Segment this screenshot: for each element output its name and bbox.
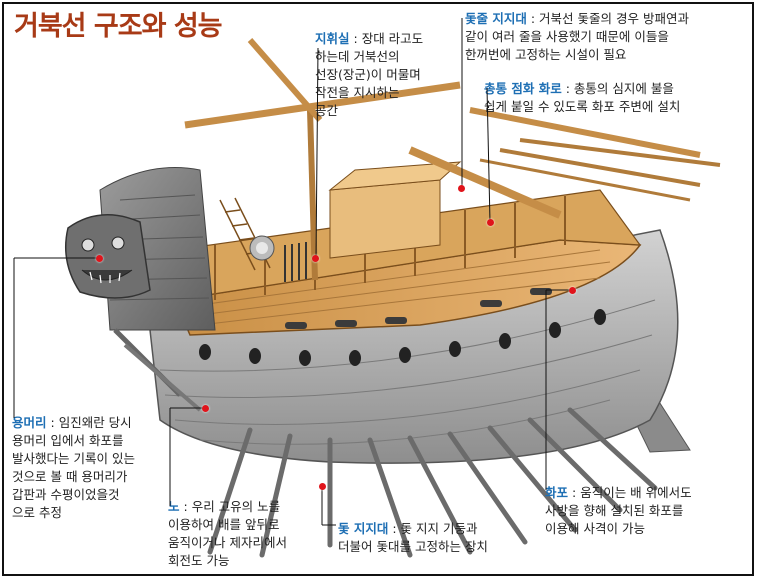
desc-line: 공간 — [315, 103, 339, 118]
annotation-ignition-stove: 총통 점화 화로 : 총통의 심지에 불을 쉽게 붙일 수 있도록 화포 주변에… — [484, 81, 681, 114]
desc-line: 더불어 돛대를 고정하는 장치 — [338, 539, 488, 554]
marker-mast-rope-holder — [458, 185, 465, 192]
desc-line: 이용하여 배를 앞뒤로 — [168, 517, 280, 532]
marker-mast-support — [319, 483, 326, 490]
weapon-rack — [284, 242, 307, 282]
marker-ignition-stove — [487, 219, 494, 226]
term-oar: 노 — [168, 499, 180, 514]
desc-line: 선장(장군)이 머물며 — [315, 67, 421, 82]
diagram-frame — [2, 2, 754, 576]
desc-line: 갑판과 수평이었을것 — [12, 487, 120, 502]
desc-line: 돛 지지 기둥과 — [400, 521, 478, 536]
desc-line: 장대 라고도 — [361, 31, 424, 46]
annotation-oar: 노 : 우리 고유의 노를 이용하여 배를 앞뒤로 움직이거나 제자리에서 회전… — [168, 499, 287, 568]
desc-line: 움직이거나 제자리에서 — [168, 535, 287, 550]
gun-ports — [199, 309, 606, 366]
desc-line: 거북선 돛줄의 경우 방패연과 — [539, 11, 689, 26]
desc-line: 이용해 사격이 가능 — [545, 521, 645, 536]
desc-line: 하는데 거북선의 — [315, 49, 400, 64]
marker-command-room — [312, 255, 319, 262]
term-ignition-stove: 총통 점화 화로 — [484, 81, 562, 96]
desc-line: 움직이는 배 위에서도 — [580, 485, 692, 500]
deck-cannons — [285, 288, 552, 329]
desc-line: 한꺼번에 고정하는 시설이 필요 — [465, 47, 627, 62]
desc-line: 작전을 지시하는 — [315, 85, 400, 100]
term-dragon-head: 용머리 — [12, 415, 47, 430]
term-cannon: 화포 — [545, 485, 569, 500]
annotation-cannon: 화포 : 움직이는 배 위에서도 사방을 향해 설치된 화포를 이용해 사격이 … — [545, 485, 692, 536]
term-command-room: 지휘실 — [315, 31, 350, 46]
marker-dragon-head — [96, 255, 103, 262]
desc-line: 으로 추정 — [12, 505, 62, 520]
annotation-command-room: 지휘실 : 장대 라고도 하는데 거북선의 선장(장군)이 머물며 작전을 지시… — [315, 31, 424, 118]
desc-line: 회전도 가능 — [168, 553, 230, 568]
term-mast-support: 돛 지지대 — [338, 521, 389, 536]
annotation-mast-support: 돛 지지대 : 돛 지지 기둥과 더불어 돛대를 고정하는 장치 — [338, 521, 488, 554]
annotation-dragon-head: 용머리 : 임진왜란 당시 용머리 입에서 화포를 발사했다는 기록이 있는 것… — [12, 415, 135, 520]
desc-line: 우리 고유의 노를 — [191, 499, 281, 514]
stairs — [219, 197, 271, 271]
desc-line: 같이 여러 줄을 사용했기 때문에 이들을 — [465, 29, 669, 44]
desc-line: 용머리 입에서 화포를 — [12, 433, 124, 448]
marker-oar — [202, 405, 209, 412]
deck — [173, 239, 642, 336]
dragon-head — [65, 214, 151, 299]
desc-line: 사방을 향해 설치된 화포를 — [545, 503, 684, 518]
annotation-mast-rope-holder: 돛줄 지지대 : 거북선 돛줄의 경우 방패연과 같이 여러 줄을 사용했기 때… — [465, 11, 689, 62]
deck-planks — [199, 249, 611, 326]
masts — [184, 38, 721, 281]
desc-line: 임진왜란 당시 — [58, 415, 132, 430]
term-mast-rope-holder: 돛줄 지지대 — [465, 11, 527, 26]
desc-line: 총통의 심지에 불을 — [573, 81, 674, 96]
leader-command-room — [315, 47, 319, 259]
page-title: 거북선 구조와 성능 — [14, 11, 223, 42]
leader-ignition-stove — [486, 87, 491, 223]
oars — [207, 407, 658, 558]
desc-line: 것으로 볼 때 용머리가 — [12, 469, 128, 484]
desc-line: 발사했다는 기록이 있는 — [12, 451, 135, 466]
marker-cannon — [569, 287, 576, 294]
desc-line: 쉽게 붙일 수 있도록 화포 주변에 설치 — [484, 99, 681, 114]
